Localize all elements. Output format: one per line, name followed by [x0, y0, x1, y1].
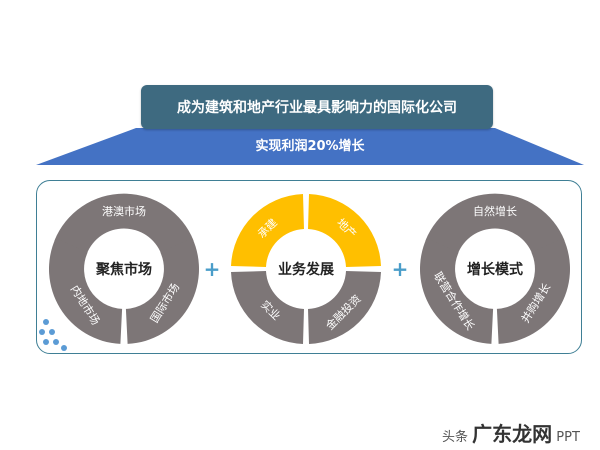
watermark-suffix: PPT	[556, 430, 580, 445]
ring-segment	[308, 271, 381, 344]
ring-segment	[308, 194, 381, 267]
segment-label: 港澳市场	[102, 204, 146, 218]
decorative-dots	[39, 319, 67, 351]
ring-segment	[48, 238, 123, 344]
ring-segment	[425, 193, 565, 254]
watermark-prefix: 头条	[442, 430, 469, 445]
ring-segment	[231, 271, 304, 344]
ring-center-label: 增长模式	[467, 261, 523, 278]
plus-connector: +	[392, 257, 409, 281]
ring-segment	[419, 238, 494, 344]
strategy-panel	[36, 180, 582, 354]
watermark: 头条 广东龙网 PPT	[442, 418, 580, 447]
segment-label: 自然增长	[473, 204, 517, 218]
goal-text: 实现利润20%增长	[255, 139, 365, 154]
ring-segment	[231, 194, 304, 267]
ring-segment	[125, 238, 200, 344]
plus-connector: +	[204, 257, 221, 281]
ring-focus-market: 港澳市场 内地市场 国际市场 聚焦市场	[48, 193, 200, 344]
watermark-brand: 广东龙网	[472, 422, 553, 446]
ring-center-label: 业务发展	[278, 261, 334, 278]
ring-segment	[496, 238, 571, 344]
ring-business-dev: 承建 地产 金融投资 实业 业务发展	[231, 194, 381, 344]
ring-growth-mode: 自然增长 并购增长 联营合作增长 增长模式	[419, 193, 571, 344]
ring-segment	[54, 193, 194, 254]
ring-center-label: 聚焦市场	[95, 261, 152, 278]
page-title: 成为建筑和地产行业最具影响力的国际化公司	[141, 85, 493, 129]
